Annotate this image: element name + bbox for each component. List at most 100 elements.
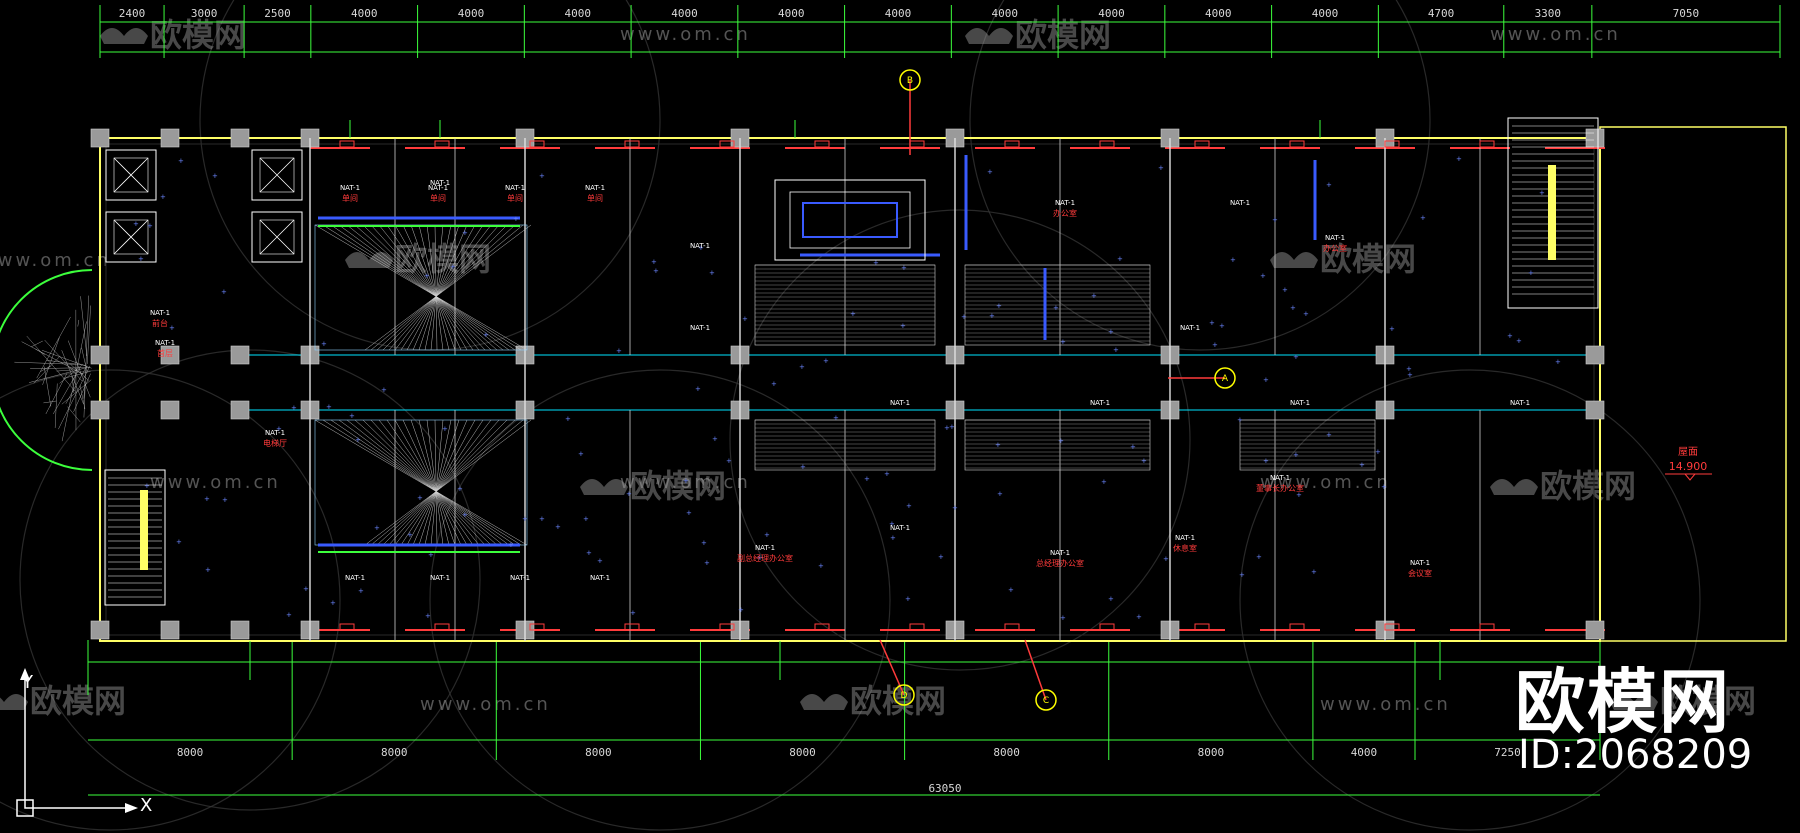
room-tag: NAT-1 [340, 184, 360, 192]
top-dimension-label: 4000 [351, 7, 378, 20]
watermark-sofa-icon [1270, 252, 1318, 268]
light-point: + [818, 562, 824, 570]
watermark-logo: 欧模网 [580, 467, 726, 505]
room-label: 董事长办公室 [1256, 483, 1304, 493]
light-point: + [901, 264, 907, 272]
floor-hatch [365, 420, 531, 545]
light-point: + [1420, 214, 1426, 222]
room-tag: NAT-1 [1510, 399, 1530, 407]
light-point: + [949, 423, 955, 431]
floor-hatch [389, 420, 499, 545]
bottom-dimension-label: 8000 [177, 746, 204, 759]
light-point: + [1230, 256, 1236, 264]
light-point: + [462, 511, 468, 519]
watermark-sofa-icon [0, 694, 28, 710]
room-label: 副总经理办公室 [737, 553, 793, 563]
light-point: + [1117, 255, 1123, 263]
light-point: + [996, 302, 1002, 310]
light-point: + [555, 523, 561, 531]
light-point: + [1256, 553, 1262, 561]
section-marker-letter: A [1222, 374, 1229, 384]
light-point: + [1219, 322, 1225, 330]
top-dimension-label: 4000 [671, 7, 698, 20]
structural-column [1586, 129, 1604, 147]
bottom-dimension-label: 8000 [1198, 746, 1225, 759]
building-outline [100, 138, 1600, 641]
floor-hatch [387, 420, 473, 545]
room-tag: NAT-1 [345, 574, 365, 582]
section-marker-layer: BACD [880, 70, 1235, 710]
structural-column [161, 621, 179, 639]
watermark-layer: www.om.cnwww.om.cnwww.om.cnwww.om.cnwww.… [0, 0, 1756, 830]
rotunda-pattern [44, 367, 51, 407]
room-tag: NAT-1 [1325, 234, 1345, 242]
bottom-dimension-label: 8000 [585, 746, 612, 759]
room-tag: NAT-1 [430, 574, 450, 582]
light-point: + [138, 255, 144, 263]
structural-column [1586, 401, 1604, 419]
top-dimension-label: 4000 [1098, 7, 1125, 20]
watermark-circle [430, 370, 890, 830]
bottom-dimension-label: 7250 [1494, 746, 1521, 759]
ceiling-box-light [803, 203, 897, 237]
light-point: + [1058, 437, 1064, 445]
terrace-outline [1600, 127, 1786, 641]
light-point: + [1263, 376, 1269, 384]
room-label: 休息室 [1173, 543, 1197, 553]
light-point: + [513, 215, 519, 223]
room-tag: NAT-1 [890, 399, 910, 407]
light-point: + [1381, 483, 1387, 491]
structural-column [91, 621, 109, 639]
structural-column [1586, 346, 1604, 364]
light-point: + [626, 490, 632, 498]
floor-hatch [419, 420, 449, 545]
watermark-sofa-icon [800, 694, 848, 710]
light-point: + [989, 312, 995, 320]
room-label: 首层 [157, 348, 173, 358]
light-point: + [1359, 461, 1365, 469]
light-point: + [144, 482, 150, 490]
light-point: + [764, 531, 770, 539]
room-label: 前台 [152, 318, 168, 328]
top-dimension-label: 4000 [778, 7, 805, 20]
light-point: + [726, 457, 732, 465]
light-point: + [651, 258, 657, 266]
room-tag: NAT-1 [510, 574, 530, 582]
light-point: + [303, 585, 309, 593]
corridor-hatch-boundary [965, 420, 1150, 470]
light-point: + [900, 322, 906, 330]
light-point: + [212, 172, 218, 180]
floor-hatch [377, 420, 515, 545]
rotunda-pattern [46, 373, 67, 414]
light-point: + [1060, 614, 1066, 622]
watermark-url: www.om.cn [1320, 694, 1451, 715]
top-dimension-label: 2500 [264, 7, 291, 20]
light-point: + [407, 531, 413, 539]
rotunda-pattern [37, 317, 71, 378]
light-point: + [450, 263, 456, 271]
light-point: + [653, 267, 659, 275]
light-point: + [583, 515, 589, 523]
light-point: + [938, 553, 944, 561]
room-label: 单间 [342, 193, 358, 203]
room-tag: NAT-1 [1180, 324, 1200, 332]
top-dimension-label: 4000 [885, 7, 912, 20]
top-dimension-label: 2400 [119, 7, 146, 20]
light-point: + [1263, 457, 1269, 465]
light-point: + [873, 259, 879, 267]
structural-column [1586, 621, 1604, 639]
light-point: + [425, 612, 431, 620]
watermark-sofa-icon [100, 28, 148, 44]
light-point: + [1209, 319, 1215, 327]
watermark-cn-text: 欧模网 [630, 467, 726, 505]
room-tag: NAT-1 [505, 184, 525, 192]
light-point: + [1375, 448, 1381, 456]
light-point: + [906, 502, 912, 510]
watermark-sofa-icon [345, 252, 393, 268]
bottom-dimension-label: 8000 [993, 746, 1020, 759]
watermark-url: www.om.cn [1490, 24, 1621, 45]
light-point: + [355, 436, 361, 444]
room-tag: NAT-1 [1175, 534, 1195, 542]
light-point: + [483, 331, 489, 339]
light-point: + [704, 559, 710, 567]
